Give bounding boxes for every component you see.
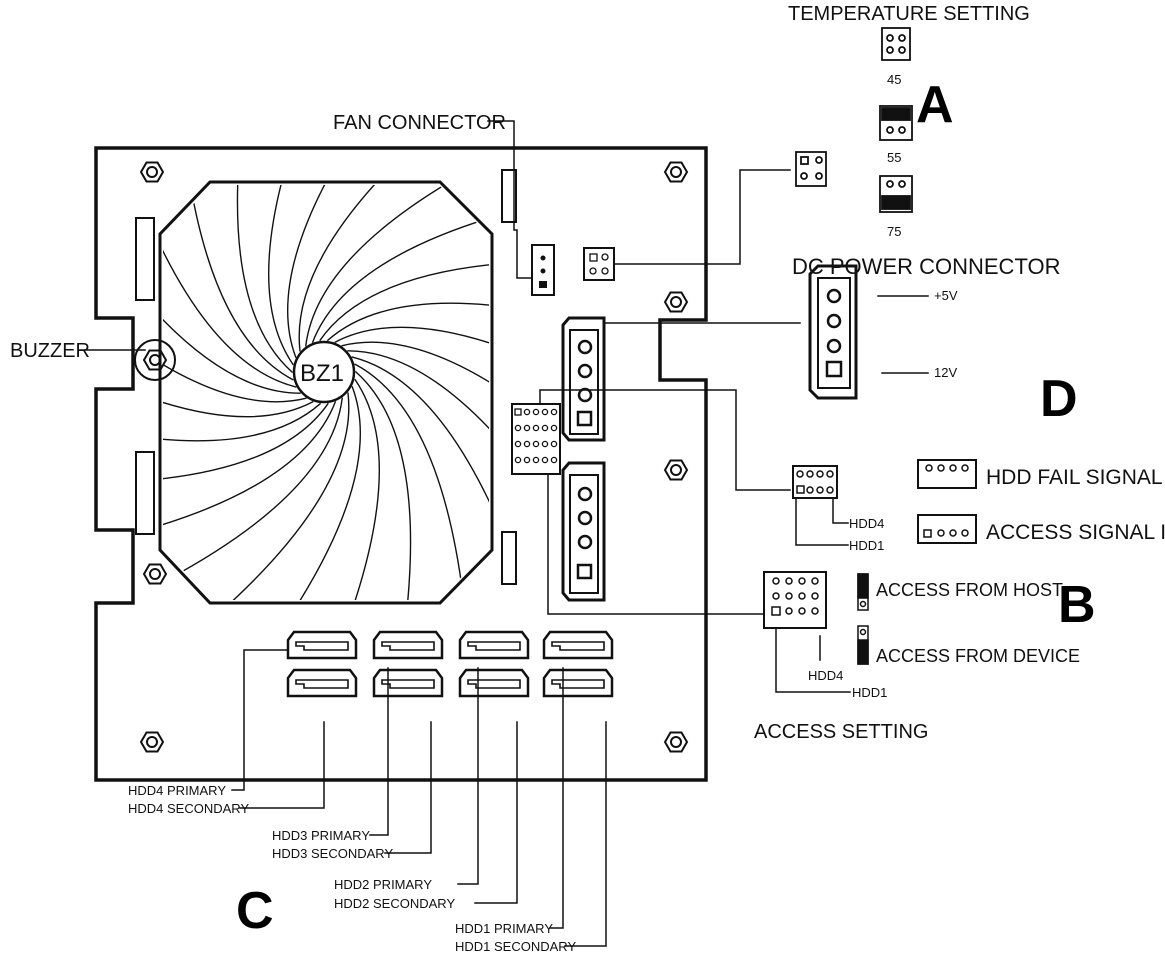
jumper-access-from-device: [857, 625, 869, 665]
led-header: [511, 403, 561, 475]
mounting-holes: [139, 161, 689, 753]
access-setting-label: ACCESS SETTING: [754, 721, 928, 743]
hdd1-primary-label: HDD1 PRIMARY: [455, 921, 553, 936]
bz1-label: BZ1: [300, 360, 344, 387]
dc-power-connector-label: DC POWER CONNECTOR: [792, 254, 1061, 279]
temp-jumper-55: [879, 105, 913, 141]
fan-connector-label: FAN CONNECTOR: [333, 112, 506, 134]
12v-label: 12V: [934, 365, 957, 380]
side-slot: [135, 217, 155, 301]
jumper-access-from-host: [857, 573, 869, 611]
access-setting-header: [763, 571, 827, 629]
dc-power-connector-callout: [808, 264, 858, 400]
section-b-label: B: [1058, 576, 1096, 634]
temp-jumper-45: [881, 27, 911, 61]
sata-connectors: [286, 630, 614, 698]
legend-hdd-fail-icon: [917, 459, 977, 489]
hdd4-primary-label: HDD4 PRIMARY: [128, 783, 226, 798]
hdd-fail-header-callout: [792, 465, 838, 499]
legend-access-icon: [917, 514, 977, 544]
hdd-fail-signal-in-label: HDD FAIL SIGNAL IN: [986, 466, 1165, 489]
fan-blades: [163, 185, 489, 600]
sata-leaders: [231, 649, 607, 947]
buzzer-bz1: [292, 340, 356, 404]
fan-frame: [158, 180, 494, 605]
hdd4-fail-label: HDD4: [849, 516, 884, 531]
hdd1-secondary-label: HDD1 SECONDARY: [455, 939, 576, 954]
buzzer-hole: [134, 339, 176, 381]
hdd2-primary-label: HDD2 PRIMARY: [334, 877, 432, 892]
section-d-label: D: [1040, 370, 1078, 428]
hdd1-access-label: HDD1: [852, 685, 887, 700]
hdd2-secondary-label: HDD2 SECONDARY: [334, 896, 455, 911]
section-c-label: C: [236, 882, 274, 940]
side-slot: [501, 531, 517, 585]
temperature-setting-label: TEMPERATURE SETTING: [788, 3, 1030, 25]
temp-55-label: 55: [887, 150, 901, 165]
side-slot: [501, 169, 517, 223]
molex-connector-lower: [561, 461, 606, 602]
fan-connector-3pin: [531, 244, 555, 296]
side-slot: [135, 451, 155, 535]
hdd3-primary-label: HDD3 PRIMARY: [272, 828, 370, 843]
hdd1-fail-label: HDD1: [849, 538, 884, 553]
section-a-label: A: [916, 76, 954, 134]
molex-connector-upper: [561, 316, 606, 442]
access-from-host-label: ACCESS FROM HOST: [876, 580, 1063, 600]
hdd4-secondary-label: HDD4 SECONDARY: [128, 801, 249, 816]
fan-connector-leader: [487, 120, 533, 279]
temp-45-label: 45: [887, 72, 901, 87]
hdd3-secondary-label: HDD3 SECONDARY: [272, 846, 393, 861]
plus5v-label: +5V: [934, 288, 958, 303]
hdd4-access-label: HDD4: [808, 668, 843, 683]
access-signal-in-label: ACCESS SIGNAL IN: [986, 521, 1165, 544]
buzzer-label: BUZZER: [10, 340, 90, 362]
temp-75-label: 75: [887, 224, 901, 239]
temp-jumper-75: [879, 175, 913, 213]
temp-jumper-board: [583, 247, 615, 281]
temp-jumper-callout: [795, 151, 827, 187]
access-from-device-label: ACCESS FROM DEVICE: [876, 646, 1080, 666]
board-outline: [94, 146, 708, 782]
